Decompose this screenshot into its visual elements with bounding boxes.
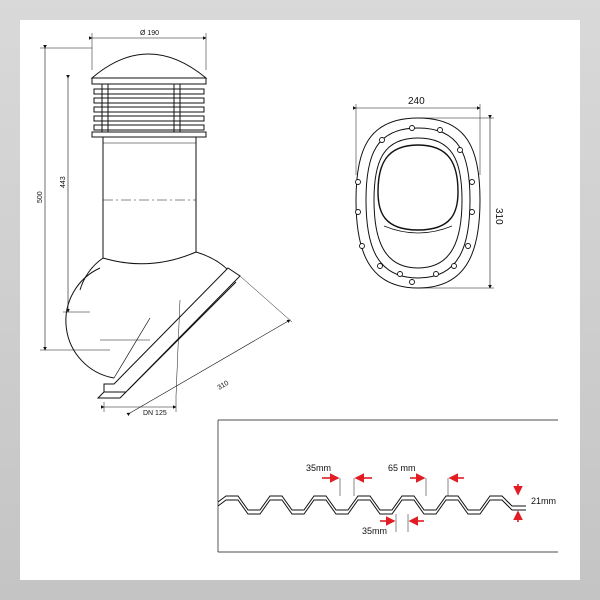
- flange-drawing: [353, 104, 494, 289]
- total-height-label: 500: [37, 191, 44, 203]
- profile-red-arrows: [322, 473, 523, 526]
- pitch-top-label: 35mm: [306, 463, 331, 473]
- pipe-diameter-label: DN 125: [143, 410, 167, 417]
- flange-height-label: 310: [493, 208, 504, 225]
- wave-height-label: 21mm: [531, 496, 556, 506]
- roof-vent-drawing: [40, 33, 293, 417]
- crest-width-label: 65 mm: [388, 463, 416, 473]
- base-length-label: 310: [217, 380, 231, 392]
- flange-width-label: 240: [408, 96, 425, 107]
- pitch-bottom-label: 35mm: [362, 526, 387, 536]
- cap-diameter-label: Ø 190: [140, 30, 159, 37]
- drawing-sheet: [20, 20, 580, 580]
- roof-profile-drawing: [217, 419, 558, 553]
- upper-height-label: 443: [60, 176, 67, 188]
